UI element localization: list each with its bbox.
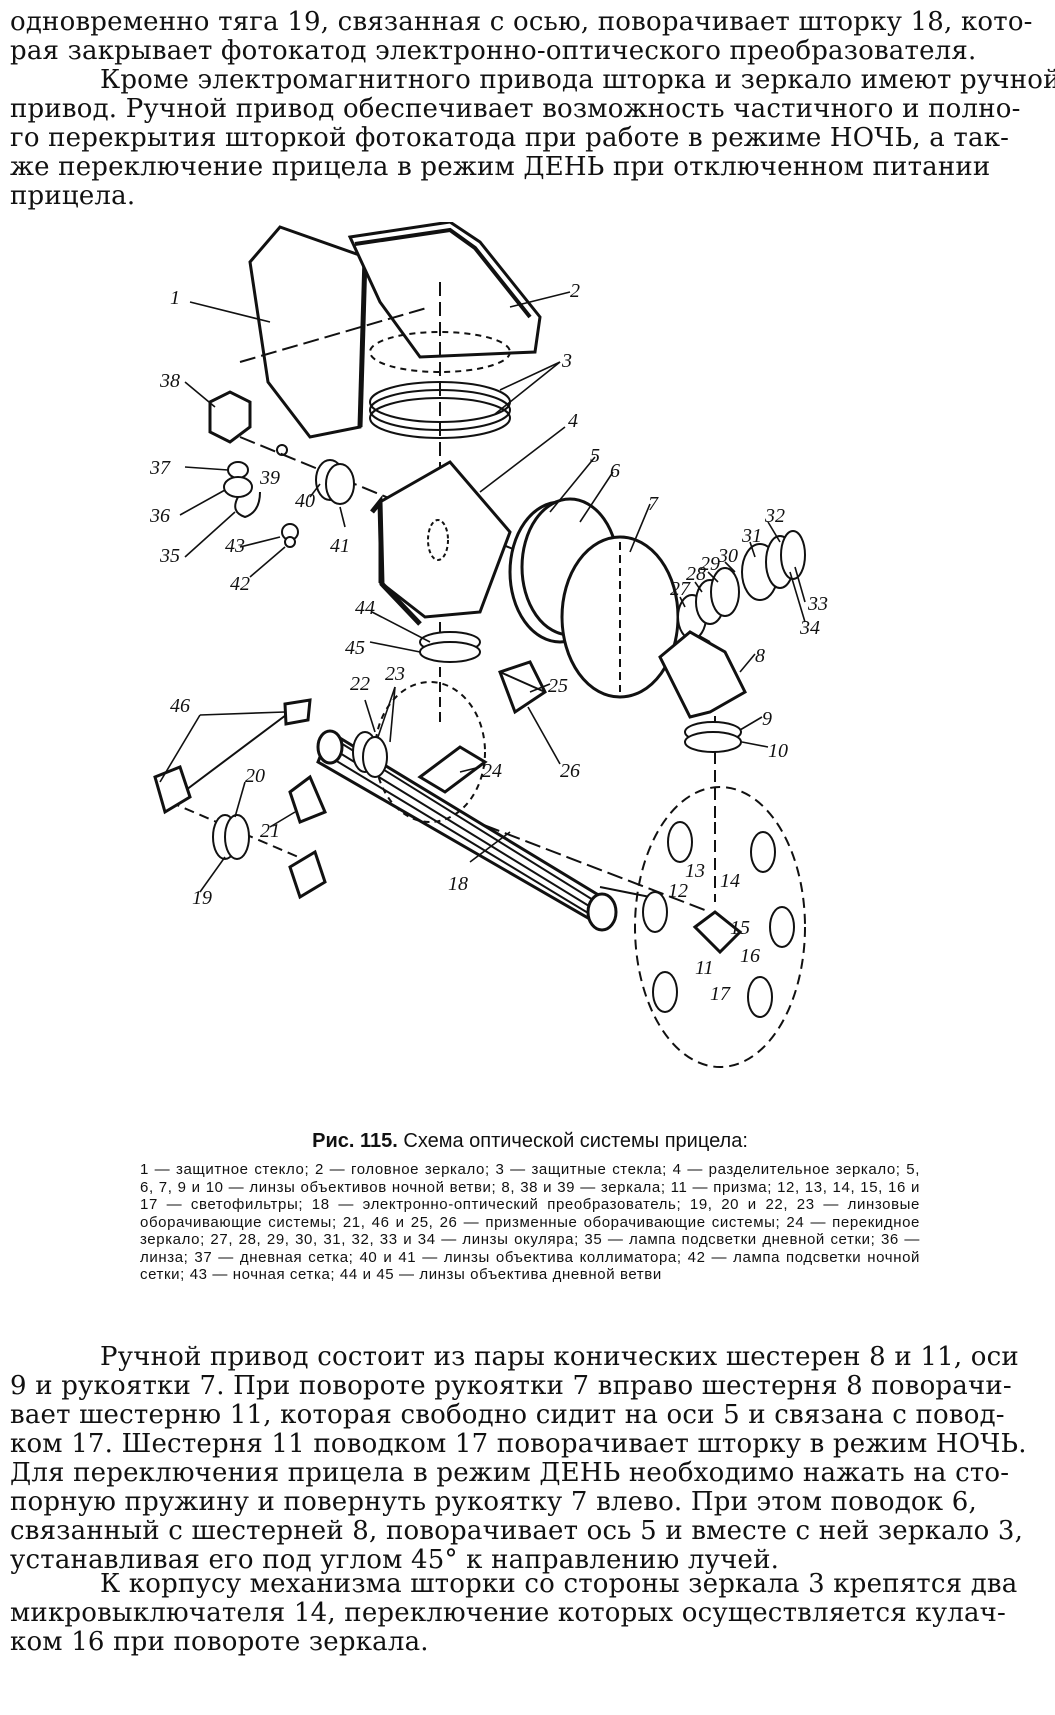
label-34: 34: [799, 617, 820, 639]
image-converter-drawing: [316, 729, 618, 932]
protective-glass-drawing: [248, 225, 368, 439]
splitter-mirror-drawing: [370, 460, 512, 626]
caption-legend: 1 — защитное стекло; 2 — головное зеркал…: [140, 1161, 920, 1283]
label-7: 7: [648, 493, 659, 515]
eyepiece-lenses-drawing: [677, 530, 806, 640]
label-40: 40: [295, 490, 315, 512]
label-30: 30: [717, 545, 738, 567]
label-19: 19: [192, 887, 212, 909]
label-24: 24: [482, 760, 502, 782]
label-2: 2: [570, 280, 580, 302]
label-4: 4: [568, 410, 578, 432]
label-11: 11: [695, 957, 714, 979]
text-line: порную пружину и повернуть рукоятку 7 вл…: [10, 1487, 977, 1517]
text-line: Кроме электромагнитного привода шторка и…: [100, 65, 1055, 95]
label-35: 35: [159, 545, 180, 567]
paragraph-manual-drive: Кроме электромагнитного привода шторка и…: [10, 65, 1055, 211]
label-3: 3: [561, 350, 572, 372]
label-14: 14: [720, 870, 740, 892]
optical-system-diagram: 1 2 3 4 5 6 7 8 9 10 11 12 13 14 15 16 1…: [150, 222, 828, 1068]
label-31: 31: [741, 525, 762, 547]
label-43: 43: [225, 535, 245, 557]
label-42: 42: [230, 573, 250, 595]
text-line: 9 и рукоятки 7. При повороте рукоятки 7 …: [10, 1371, 1012, 1401]
text-line: ком 16 при повороте зеркала.: [10, 1627, 429, 1657]
text-line: связанный с шестерней 8, поворачивает ос…: [10, 1516, 1024, 1546]
text-line: устанавливая его под углом 45° к направл…: [10, 1545, 780, 1575]
caption-figure-number: Рис. 115.: [312, 1130, 398, 1152]
label-8: 8: [755, 645, 765, 667]
paragraph-intro: одновременно тяга 19, связанная с осью, …: [10, 8, 1040, 66]
label-9: 9: [762, 708, 772, 730]
text-line: вает шестерню 11, которая свободно сидит…: [10, 1400, 1005, 1430]
label-32: 32: [764, 505, 785, 527]
label-10: 10: [768, 740, 788, 762]
caption-heading: Схема оптической системы прицела:: [403, 1130, 748, 1152]
label-25: 25: [548, 675, 568, 697]
label-23: 23: [385, 663, 405, 685]
text-line: го перекрытия шторкой фотокатода при раб…: [10, 123, 1010, 153]
label-41: 41: [330, 535, 350, 557]
label-38: 38: [159, 370, 180, 392]
text-line: одновременно тяга 19, связанная с осью, …: [10, 7, 1033, 37]
label-1: 1: [170, 287, 180, 309]
label-29: 29: [700, 553, 720, 575]
text-line: же переключение прицела в режим ДЕНЬ при…: [10, 152, 991, 182]
label-17: 17: [710, 983, 731, 1005]
head-mirror-drawing: [347, 222, 542, 359]
label-26: 26: [560, 760, 580, 782]
text-line: К корпусу механизма шторки со стороны зе…: [100, 1569, 1018, 1599]
text-line: рая закрывает фотокатод электронно-оптич…: [10, 36, 977, 66]
label-45: 45: [345, 637, 365, 659]
label-20: 20: [245, 765, 265, 787]
label-33: 33: [807, 593, 828, 615]
text-line: привод. Ручной привод обеспечивает возмо…: [10, 94, 1021, 124]
label-18: 18: [448, 873, 468, 895]
label-13: 13: [685, 860, 705, 882]
label-27: 27: [670, 578, 691, 600]
objective-lenses-drawing: [508, 497, 680, 699]
label-46: 46: [170, 695, 190, 717]
label-6: 6: [610, 460, 620, 482]
label-5: 5: [590, 445, 600, 467]
label-44: 44: [355, 597, 375, 619]
label-16: 16: [740, 945, 760, 967]
label-39: 39: [259, 467, 280, 489]
label-28: 28: [686, 563, 706, 585]
label-12: 12: [668, 880, 688, 902]
text-line: прицела.: [10, 181, 136, 211]
label-36: 36: [150, 505, 170, 527]
figure-caption: Рис. 115. Схема оптической системы прице…: [140, 1130, 920, 1284]
label-15: 15: [730, 917, 750, 939]
text-line: Ручной привод состоит из пары конических…: [100, 1342, 1019, 1372]
text-line: Для переключения прицела в режим ДЕНЬ не…: [10, 1458, 1010, 1488]
label-37: 37: [150, 457, 171, 479]
filter-wheel-drawing: [634, 786, 806, 1068]
paragraph-manual-drive-details: Ручной привод состоит из пары конических…: [10, 1343, 1040, 1575]
text-line: микровыключателя 14, переключение которы…: [10, 1598, 1007, 1628]
paragraph-microswitches: К корпусу механизма шторки со стороны зе…: [10, 1570, 1040, 1657]
mirror-8-drawing: [658, 630, 747, 719]
text-line: ком 17. Шестерня 11 поводком 17 поворачи…: [10, 1429, 1027, 1459]
caption-title: Рис. 115. Схема оптической системы прице…: [140, 1130, 920, 1153]
label-21: 21: [260, 820, 280, 842]
label-22: 22: [350, 673, 370, 695]
